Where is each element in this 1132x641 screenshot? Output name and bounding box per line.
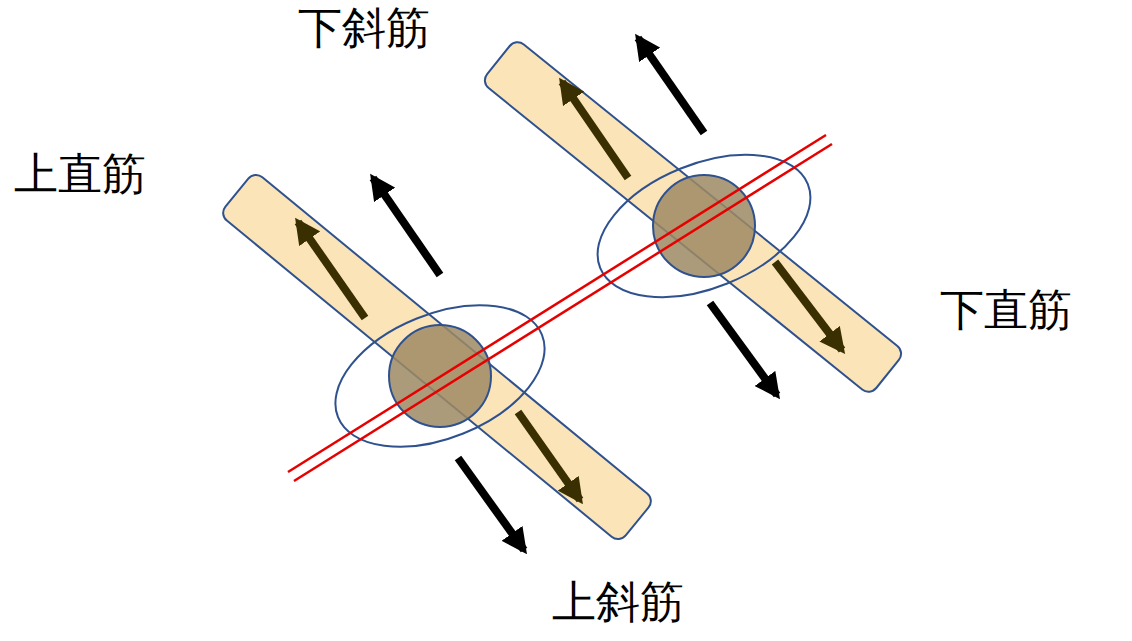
muscle-label: 上直筋 [14, 148, 146, 201]
force-arrow [298, 222, 365, 318]
force-arrow [458, 458, 524, 550]
muscle-band [219, 171, 655, 543]
force-arrow [710, 303, 777, 395]
axis-line [288, 135, 826, 472]
muscle-label: 下直筋 [940, 284, 1072, 337]
force-arrow [518, 412, 580, 500]
muscle-label: 下斜筋 [298, 2, 430, 55]
muscle-label: 上斜筋 [552, 576, 684, 629]
force-arrow [775, 262, 842, 350]
force-arrow [562, 82, 628, 178]
axis-line [294, 144, 832, 481]
force-arrow [638, 38, 704, 133]
force-arrow [373, 178, 440, 275]
